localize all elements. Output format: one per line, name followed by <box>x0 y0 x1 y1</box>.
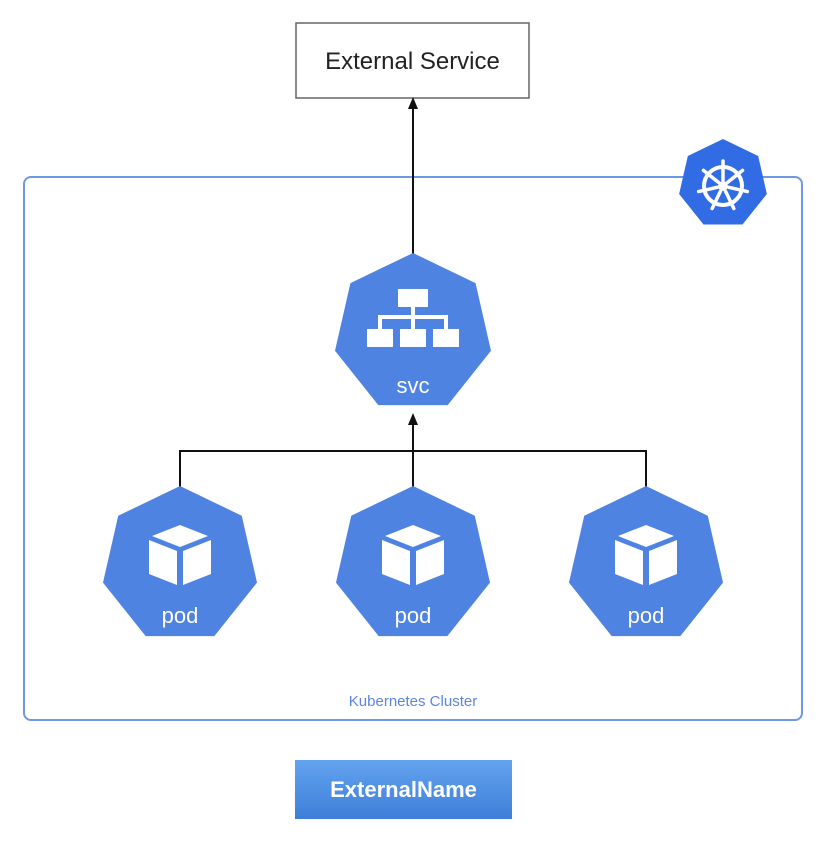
service-label: svc <box>397 373 430 398</box>
sitemap-icon <box>367 289 459 347</box>
helm-spoke <box>725 168 745 185</box>
externalname-badge: ExternalName <box>295 760 512 819</box>
service-node: svc <box>335 253 491 406</box>
badge-label: ExternalName <box>330 777 477 802</box>
cube-icon <box>615 525 677 585</box>
connector-left <box>179 450 413 492</box>
badge-background <box>295 760 512 819</box>
helm-spoke <box>727 185 750 194</box>
cube-icon <box>149 525 211 585</box>
helm-spoke <box>723 189 736 211</box>
pod-heptagon <box>568 486 724 637</box>
pod-label: pod <box>628 603 665 628</box>
pod-node: pod <box>102 486 258 637</box>
external-service-box <box>295 22 530 99</box>
kubernetes-helm-icon <box>679 139 767 225</box>
pod-label: pod <box>395 603 432 628</box>
pod-heptagon <box>335 486 491 637</box>
pod-connectors <box>179 413 647 492</box>
pod-node: pod <box>335 486 491 637</box>
helm-spoke <box>701 168 721 185</box>
pod-node: pod <box>568 486 724 637</box>
helm-spoke <box>696 185 719 194</box>
external-service-node: External Service <box>295 22 530 99</box>
cube-icon <box>382 525 444 585</box>
cluster-label: Kubernetes Cluster <box>349 693 477 710</box>
pod-label: pod <box>162 603 199 628</box>
external-service-label: External Service <box>325 48 500 75</box>
pod-heptagon <box>102 486 258 637</box>
connector-right <box>413 450 647 492</box>
helm-spoke <box>710 189 723 211</box>
